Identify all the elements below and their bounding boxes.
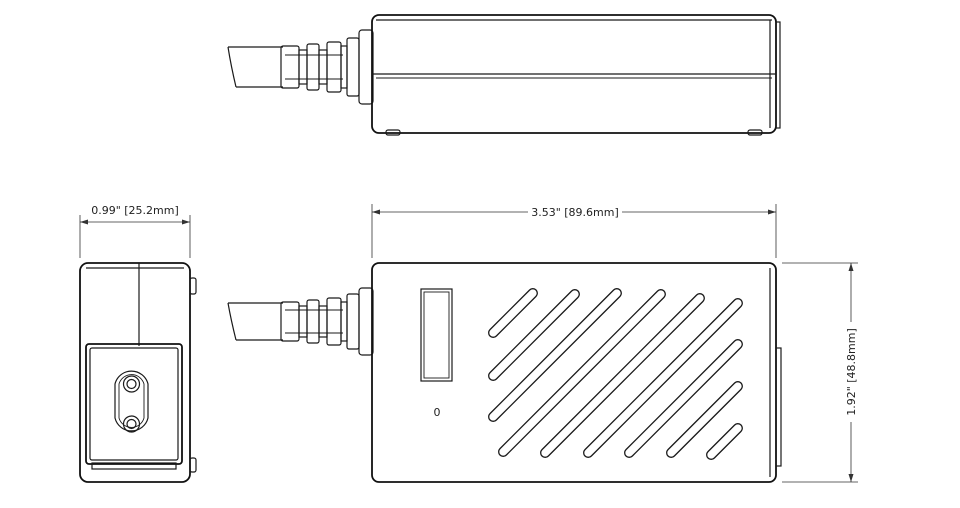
front-view: 0 — [227, 204, 858, 483]
vent-slot-1 — [488, 288, 538, 338]
vent-slot-2 — [488, 289, 580, 381]
front-housing: 0 — [371, 262, 782, 483]
depth-dimension — [79, 215, 191, 258]
vent-slot-6 — [583, 298, 743, 458]
vent-slot-3 — [488, 288, 622, 422]
width-label: 1.92" [48.8mm] — [845, 328, 858, 416]
top-view — [227, 14, 781, 136]
ac-inlet — [85, 343, 183, 470]
length-label: 3.53" [89.6mm] — [531, 206, 619, 219]
led-marker: 0 — [434, 406, 441, 419]
side-view — [79, 215, 197, 483]
front-strain-relief — [280, 287, 374, 356]
ventilation-slots — [488, 288, 743, 460]
top-strain-relief — [280, 29, 374, 105]
top-housing — [371, 14, 781, 136]
vent-slot-9 — [706, 423, 743, 460]
vent-slot-5 — [540, 293, 705, 458]
vent-slot-7 — [624, 339, 743, 458]
c8-socket — [114, 370, 149, 433]
front-cable — [227, 302, 283, 341]
led-indicator: 0 — [434, 406, 441, 419]
label-window — [420, 288, 453, 382]
top-cable — [227, 46, 283, 88]
depth-label: 0.99" [25.2mm] — [91, 204, 179, 217]
vent-slot-8 — [666, 381, 743, 458]
vent-slot-4 — [498, 289, 666, 457]
